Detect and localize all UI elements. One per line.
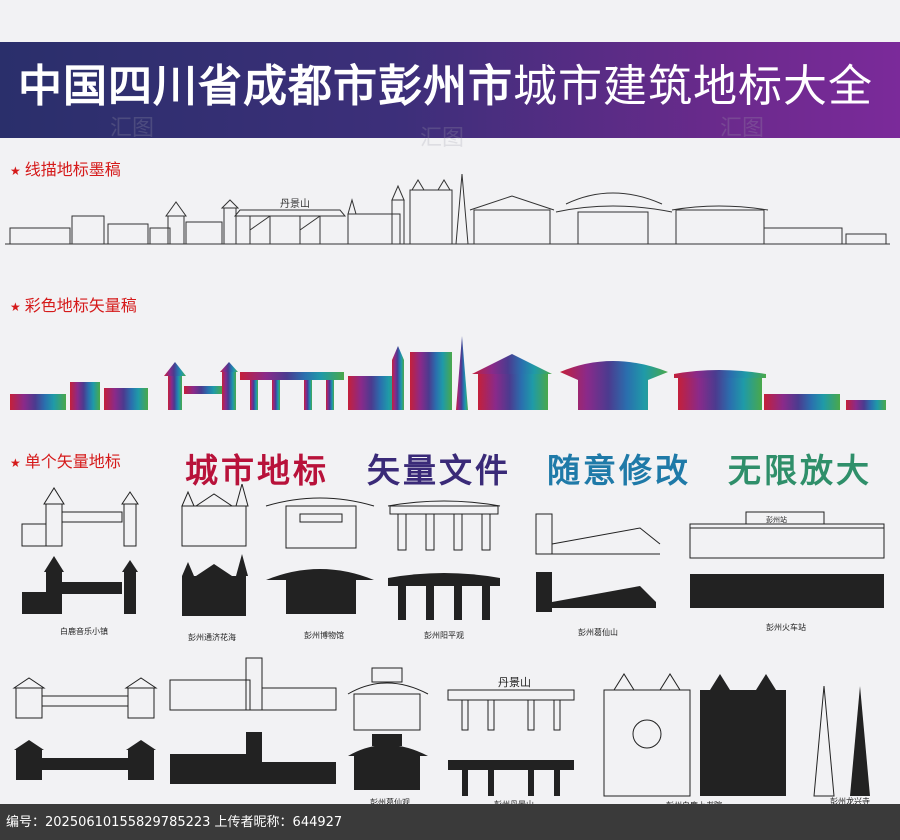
landmark-gexianshan-solid xyxy=(536,572,656,612)
landmarks-row-1: 彭州站 xyxy=(21,484,885,620)
footer-bar xyxy=(0,804,900,840)
slogan-1: 城市地标 xyxy=(185,451,329,490)
landmark-longxing-line xyxy=(813,685,835,797)
landmark-hall-line xyxy=(169,657,337,711)
watermark: 汇图 xyxy=(110,116,155,141)
slogan-2: 矢量文件 xyxy=(367,451,511,490)
landmark-danjingshan-solid xyxy=(448,760,574,796)
slogan-row: 城市地标 矢量文件 随意修改 无限放大 xyxy=(185,444,890,490)
landmark-longxing-solid xyxy=(850,686,870,796)
landmark-label: 彭州火车站 xyxy=(766,623,806,632)
landmark-label: 彭州通济花海 xyxy=(188,633,236,642)
color-skyline xyxy=(10,336,890,417)
sign-danjingshan-2: 丹景山 xyxy=(498,676,531,689)
landmark-label: 彭州龙兴寺 xyxy=(830,797,870,806)
landmark-label: 彭州阳平观 xyxy=(424,631,464,640)
landmark-bailu-line xyxy=(21,487,139,547)
sign-station: 彭州站 xyxy=(766,515,787,524)
page-title-bold: 中国四川省成都市彭州市 xyxy=(18,61,513,112)
section-label-line-text: 线描地标墨稿 xyxy=(24,160,121,179)
sign-danjingshan: 丹景山 xyxy=(280,198,310,210)
landmark-bridge-solid xyxy=(14,740,156,780)
star-icon: ★ xyxy=(10,164,21,178)
landmark-museum-line xyxy=(265,497,375,549)
slogan-4: 无限放大 xyxy=(728,451,872,490)
landmark-gexianshan-line xyxy=(535,513,661,555)
landmark-bailu-solid xyxy=(22,556,138,614)
landmark-tongji-solid xyxy=(182,554,248,616)
section-label-color: ★彩色地标矢量稿 xyxy=(10,292,137,316)
landmark-tongji-line xyxy=(181,484,249,547)
landmark-gexianguan-line xyxy=(347,667,429,731)
landmark-label: 彭州博物馆 xyxy=(304,631,344,640)
landmark-yangping-line xyxy=(387,500,501,551)
star-icon: ★ xyxy=(10,300,21,314)
landmark-shuyuan-line xyxy=(603,673,691,797)
landmark-yangping-solid xyxy=(388,573,500,620)
landmark-shuyuan-solid xyxy=(700,674,786,796)
section-label-single-text: 单个矢量地标 xyxy=(24,452,121,471)
landmark-label: 白鹿音乐小镇 xyxy=(60,627,108,636)
page-title-rest: 城市建筑地标大全 xyxy=(513,61,873,112)
landmark-label: 彭州葛仙观 xyxy=(370,798,410,807)
landmark-hall-solid xyxy=(170,732,336,784)
landmark-danjingshan-line xyxy=(447,689,575,731)
watermark: 汇图 xyxy=(420,126,465,151)
landmark-station-solid xyxy=(690,574,884,608)
section-label-color-text: 彩色地标矢量稿 xyxy=(24,296,137,315)
section-label-line: ★线描地标墨稿 xyxy=(10,156,121,180)
star-icon: ★ xyxy=(10,456,21,470)
title-banner xyxy=(0,42,900,138)
landmark-museum-solid xyxy=(266,569,374,614)
landmark-label: 彭州葛仙山 xyxy=(578,628,618,637)
landmark-bridge-line xyxy=(12,677,158,719)
page-title: 中国四川省成都市彭州市城市建筑地标大全 xyxy=(18,50,873,114)
watermark: 汇图 xyxy=(720,116,765,141)
line-skyline: 丹景山 xyxy=(5,173,890,245)
footer-id: 编号：20250610155829785223 上传者昵称：644927 xyxy=(6,815,343,830)
landmarks-row-2: 丹景山 xyxy=(12,657,870,797)
section-label-single: ★单个矢量地标 xyxy=(10,448,121,472)
landmark-gexianguan-solid xyxy=(348,734,428,790)
landmark-station-line xyxy=(689,511,885,559)
slogan-3: 随意修改 xyxy=(547,451,691,490)
